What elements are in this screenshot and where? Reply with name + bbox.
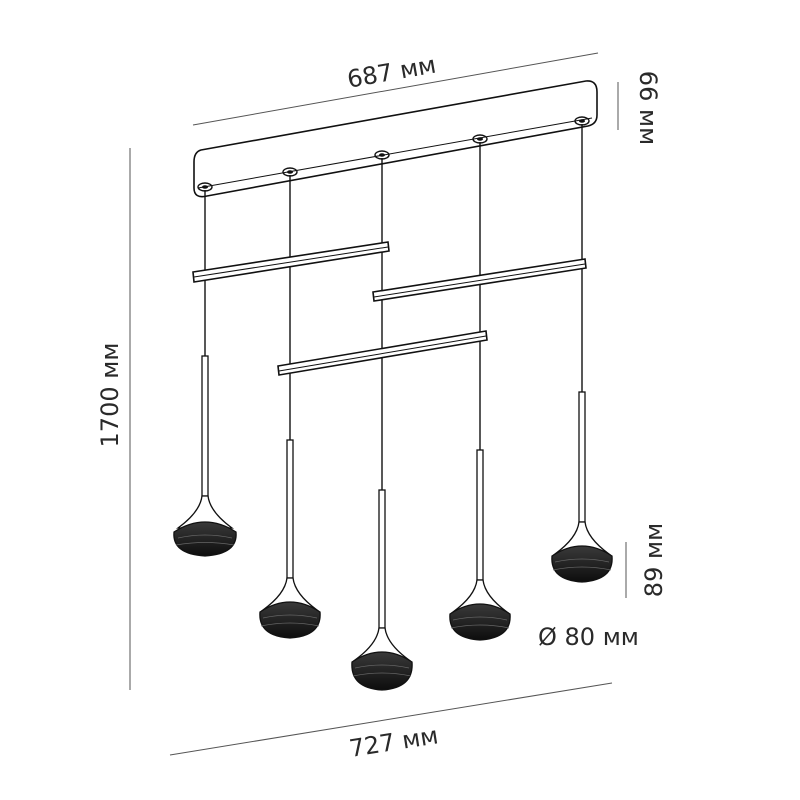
pendant-3 <box>351 489 413 691</box>
shade-4 <box>449 603 511 641</box>
canopy-body <box>193 80 598 198</box>
shade-1 <box>173 521 237 557</box>
total-height-dimension: 1700 мм <box>96 148 131 690</box>
bar-middle-right <box>372 258 587 302</box>
pendant-5 <box>551 391 613 583</box>
canopy-mount-points <box>197 116 590 192</box>
shade-2 <box>259 601 321 639</box>
pendant-4 <box>449 449 511 641</box>
top-width-label: 687 мм <box>345 51 438 94</box>
canopy-bottom-edge <box>197 117 593 189</box>
shade-diameter-label: Ø 80 мм <box>538 623 639 651</box>
horizontal-bars <box>192 241 587 376</box>
bottom-width-label: 727 мм <box>347 721 440 763</box>
shade-height-dimension: 89 мм <box>625 523 668 598</box>
ceiling-canopy <box>193 80 598 198</box>
shade-3 <box>351 651 413 691</box>
bar-upper-left <box>192 241 390 283</box>
bottom-width-dimension: 727 мм <box>169 682 613 763</box>
bar-lower-center <box>277 330 488 376</box>
canopy-height-label: 66 мм <box>634 71 662 145</box>
total-height-label: 1700 мм <box>96 343 124 448</box>
pendant-1 <box>173 355 237 557</box>
shade-height-label: 89 мм <box>640 523 668 597</box>
suspension-cables <box>204 124 583 490</box>
top-width-line <box>192 52 599 126</box>
canopy-height-dimension: 66 мм <box>617 71 662 145</box>
pendant-2 <box>259 439 321 639</box>
shade-5 <box>551 545 613 583</box>
top-width-dimension: 687 мм <box>192 51 599 126</box>
bottom-width-line <box>169 682 613 756</box>
